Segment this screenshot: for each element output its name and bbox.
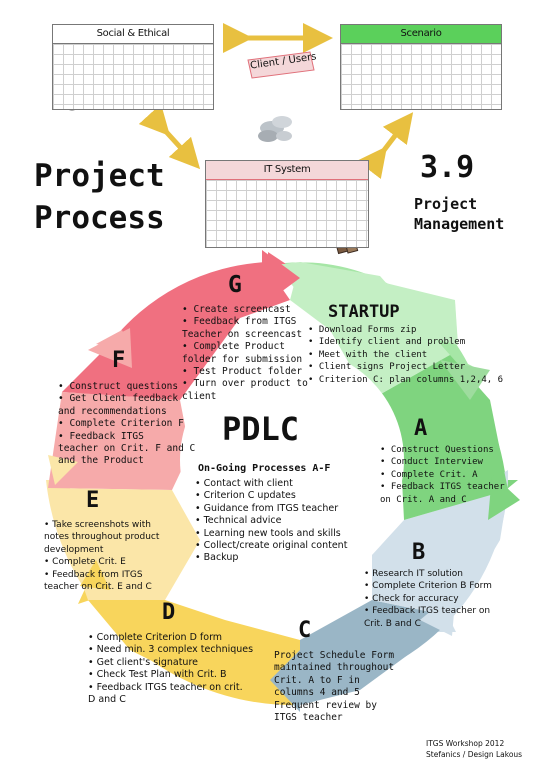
startup-line: • Client signs Project Letter <box>308 362 466 373</box>
c-line: maintained throughout <box>274 662 395 674</box>
title-line2: Process <box>34 200 165 236</box>
b-line: • Check for accuracy <box>364 593 459 604</box>
f-line: and the Product <box>58 455 144 467</box>
yellow-connector-arrows <box>138 23 414 180</box>
e-line: • Complete Crit. E <box>44 557 126 568</box>
g-line: client <box>182 390 217 402</box>
section-title: Project Management <box>414 194 504 234</box>
startup-text: • Download Forms zip • Identify client an… <box>308 324 503 386</box>
a-line: • Conduct Interview <box>380 457 483 468</box>
d-line: • Need min. 3 complex techniques <box>88 644 254 656</box>
page-title: Project Process <box>34 155 165 239</box>
d-line: D and C <box>88 694 126 706</box>
g-line: • Complete Product <box>182 341 285 353</box>
stage-d-letter: D <box>162 600 176 625</box>
e-line: teacher on Crit. E and C <box>44 582 152 593</box>
f-line: • Construct questions <box>58 381 179 392</box>
center-circle <box>180 348 404 572</box>
startup-line: • Criterion C: plan columns 1,2,4, 6 <box>308 374 504 385</box>
d-line: • Check Test Plan with Crit. B <box>88 669 227 681</box>
ongoing-line: • Contact with client <box>195 478 293 489</box>
c-line: Project Schedule Form <box>274 650 395 661</box>
f-line: and recommendations <box>58 405 167 417</box>
section-line2: Management <box>414 215 505 233</box>
c-line: Frequent review by <box>274 699 377 711</box>
stage-c-letter: C <box>298 618 312 643</box>
startup-line: • Identify client and problem <box>308 337 466 348</box>
g-line: folder for submission <box>182 353 303 365</box>
startup-line: • Download Forms zip <box>308 325 417 335</box>
e-line: development <box>44 544 104 555</box>
footer-credit: ITGS Workshop 2012 Stefanics / Design La… <box>426 738 522 760</box>
e-line: notes throughout product <box>44 532 160 543</box>
f-line: • Complete Criterion F <box>58 418 184 430</box>
stage-d-text: • Complete Criterion D form• Need min. 3… <box>88 632 253 706</box>
section-number: 3.9 <box>420 150 475 185</box>
g-line: Teacher on screencast <box>182 328 303 340</box>
c-line: columns 4 and 5 <box>274 687 360 699</box>
e-line: • Feedback from ITGS <box>44 569 143 580</box>
client-users-icon <box>258 116 292 142</box>
a-line: • Feedback ITGS teacher <box>380 482 505 493</box>
a-line: on Crit. A and C <box>380 494 467 505</box>
stage-startup-label: STARTUP <box>328 302 400 322</box>
stage-b-letter: B <box>412 540 426 565</box>
it-system-box: IT System <box>205 160 369 248</box>
scenario-box: Scenario <box>340 24 502 110</box>
it-system-header: IT System <box>206 161 368 180</box>
startup-line: • Meet with the client <box>308 349 428 360</box>
f-line: • Feedback ITGS <box>58 430 144 442</box>
stage-g-letter: G <box>228 272 242 298</box>
f-line: teacher on Crit. F and C <box>58 443 196 455</box>
g-line: • Create screencast <box>182 304 291 315</box>
stage-e-text: • Take screenshots with notes throughout … <box>44 519 159 593</box>
stage-a-letter: A <box>414 416 428 441</box>
ongoing-line: • Collect/create original content <box>195 540 348 552</box>
stage-b-text: • Research IT solution • Complete Criteri… <box>364 568 492 630</box>
ongoing-line: • Guidance from ITGS teacher <box>195 502 339 514</box>
stage-f-text: • Construct questions• Get Client feedba… <box>58 381 195 468</box>
c-line: Crit. A to F in <box>274 674 360 686</box>
c-line: ITGS teacher <box>274 712 343 724</box>
ongoing-text: • Contact with client• Criterion C updat… <box>195 478 347 565</box>
ongoing-line: • Backup <box>195 552 239 564</box>
pdlc-center-label: PDLC <box>222 410 300 448</box>
ongoing-title: On-Going Processes A-F <box>198 463 331 474</box>
footer-line1: ITGS Workshop 2012 <box>426 739 505 748</box>
d-line: • Get client's signature <box>88 656 198 668</box>
ongoing-line: • Technical advice <box>195 515 282 527</box>
a-line: • Complete Crit. A <box>380 469 478 480</box>
social-ethical-header: Social & Ethical <box>53 25 213 44</box>
title-line1: Project <box>34 158 165 194</box>
g-line: • Feedback from ITGS <box>182 316 297 328</box>
ongoing-line: • Learning new tools and skills <box>195 527 341 539</box>
b-line: • Feedback ITGS teacher on <box>364 606 491 617</box>
client-users-shape <box>247 51 315 79</box>
b-line: Crit. B and C <box>364 618 421 629</box>
ongoing-line: • Criterion C updates <box>195 490 296 502</box>
g-line: • Turn over product to <box>182 378 308 390</box>
a-line: • Construct Questions <box>380 445 494 455</box>
social-ethical-box: Social & Ethical <box>52 24 214 110</box>
stage-f-letter: F <box>112 348 126 373</box>
b-line: • Research IT solution <box>364 569 463 579</box>
scenario-header: Scenario <box>341 25 501 44</box>
f-line: • Get Client feedback <box>58 393 179 405</box>
b-line: • Complete Criterion B Form <box>364 581 492 592</box>
g-line: • Test Product folder <box>182 366 303 378</box>
footer-line2: Stefanics / Design Lakous <box>426 750 523 759</box>
section-line1: Project <box>414 195 478 213</box>
stage-e-letter: E <box>86 488 100 513</box>
d-line: • Feedback ITGS teacher on crit. <box>88 681 243 693</box>
d-line: • Complete Criterion D form <box>88 632 223 643</box>
stage-a-text: • Construct Questions • Conduct Interview… <box>380 444 505 506</box>
e-line: • Take screenshots with <box>44 520 151 530</box>
